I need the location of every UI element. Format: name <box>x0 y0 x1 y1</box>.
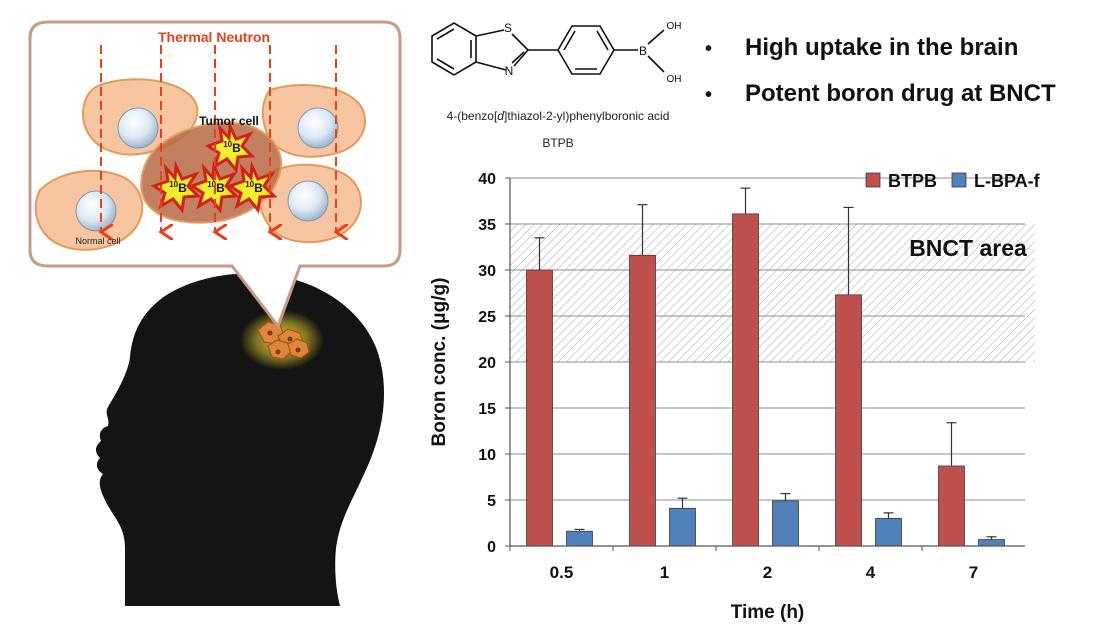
x-tick-label: 2 <box>763 563 772 582</box>
svg-text:10B: 10B <box>169 180 187 195</box>
x-tick-label: 1 <box>660 563 669 582</box>
atom-b: B <box>639 44 647 58</box>
y-tick-label: 10 <box>478 447 496 464</box>
bar-btpb <box>732 213 759 547</box>
legend-label-l-bpa-f: L-BPA-f <box>974 171 1041 191</box>
legend-swatch-btpb <box>865 172 881 188</box>
bnct-area-band <box>510 224 1035 362</box>
bar-l-bpa-f <box>772 500 799 547</box>
head-silhouette <box>95 273 385 606</box>
y-tick-label: 0 <box>487 539 496 556</box>
key-points-list: •High uptake in the brain •Potent boron … <box>705 30 1056 122</box>
btpb-structure-diagram: S N B OH OH <box>431 21 682 85</box>
svg-text:10B: 10B <box>207 180 225 195</box>
legend-label-btpb: BTPB <box>888 171 937 191</box>
bnct-area-label: BNCT area <box>909 235 1027 261</box>
y-tick-label: 15 <box>478 401 496 418</box>
boron-10-labels: 10B 10B 10B 10B <box>169 140 263 195</box>
y-axis-label: Boron conc. (μg/g) <box>429 278 450 447</box>
atom-n: N <box>505 64 514 78</box>
bar-btpb <box>835 294 862 547</box>
atom-s: S <box>504 21 512 35</box>
y-tick-label: 25 <box>478 309 496 326</box>
thermal-neutron-label: Thermal Neutron <box>158 29 270 45</box>
bar-btpb <box>629 254 656 547</box>
key-point-uptake: •High uptake in the brain <box>705 30 1056 76</box>
x-tick-label: 7 <box>969 563 978 582</box>
legend-swatch-l-bpa-f <box>951 172 967 188</box>
x-tick-label: 4 <box>866 563 876 582</box>
y-tick-label: 5 <box>487 493 496 510</box>
bar-l-bpa-f <box>875 517 902 547</box>
svg-text:10B: 10B <box>245 180 263 195</box>
atom-oh-top: OH <box>667 21 682 32</box>
neutron-beam-arrows <box>101 45 336 232</box>
y-tick-label: 40 <box>478 171 496 188</box>
y-tick-label: 35 <box>478 217 496 234</box>
x-axis-label: Time (h) <box>731 602 805 623</box>
key-point-potent: •Potent boron drug at BNCT <box>705 76 1056 122</box>
atom-oh-bottom: OH <box>667 74 682 85</box>
bar-l-bpa-f <box>566 530 593 547</box>
y-tick-label: 30 <box>478 263 496 280</box>
nucleus-icons <box>75 107 339 232</box>
bullet-dot-icon: • <box>705 38 713 60</box>
bar-l-bpa-f <box>978 539 1005 547</box>
bnct-illustration: 10B 10B 10B 10B Thermal Neutron Tumor ce… <box>28 20 402 606</box>
tumor-cluster-icon <box>257 321 310 360</box>
compound-abbreviation: BTPB <box>542 136 574 150</box>
svg-text:10B: 10B <box>223 140 241 155</box>
bar-btpb <box>526 269 553 547</box>
y-tick-label: 20 <box>478 355 496 372</box>
x-tick-label: 0.5 <box>550 563 574 582</box>
bar-l-bpa-f <box>669 507 696 547</box>
tumor-cell-label: Tumor cell <box>199 114 259 128</box>
compound-name: 4-(benzo[d]thiazol-2-yl)phenylboronic ac… <box>446 109 670 123</box>
normal-cell-label: Normal cell <box>75 236 120 246</box>
bullet-dot-icon: • <box>705 84 713 106</box>
bar-btpb <box>938 465 965 547</box>
